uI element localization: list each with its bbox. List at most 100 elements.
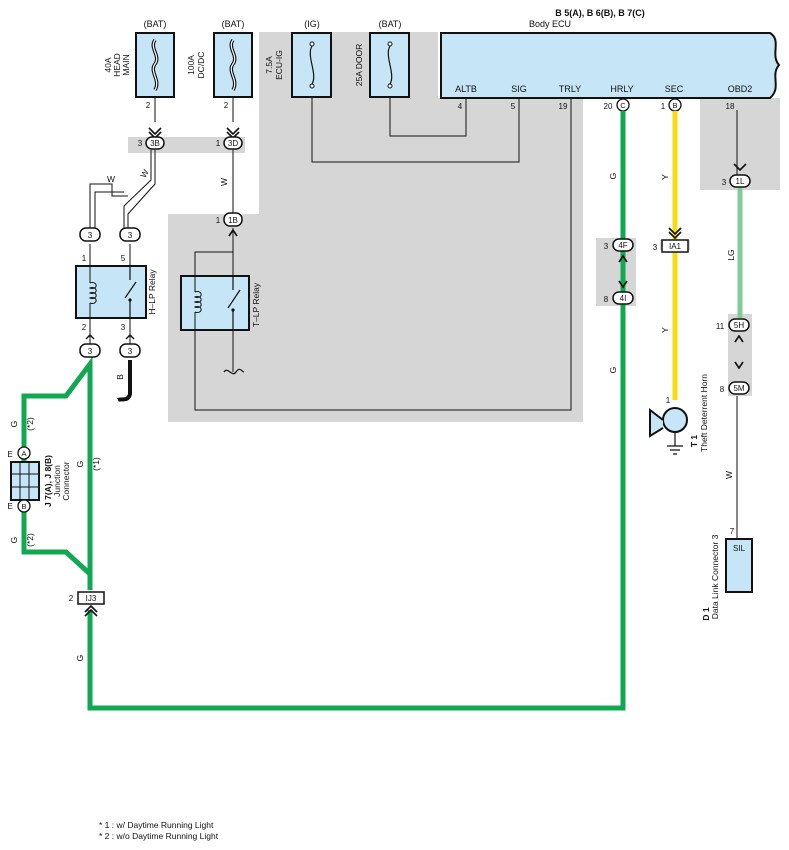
ecu-pin-num-20: 20 bbox=[604, 102, 613, 111]
ecu-connector-b: B bbox=[668, 98, 682, 112]
svg-text:3: 3 bbox=[604, 242, 609, 251]
svg-text:Theft Deterrent Horn: Theft Deterrent Horn bbox=[699, 374, 709, 452]
svg-text:T 1: T 1 bbox=[689, 435, 699, 448]
svg-text:Connector: Connector bbox=[61, 461, 71, 500]
svg-text:1B: 1B bbox=[228, 216, 238, 225]
svg-text:SIL: SIL bbox=[733, 544, 746, 553]
svg-text:3: 3 bbox=[88, 231, 93, 240]
ecu-pin-num-4: 4 bbox=[458, 102, 463, 111]
svg-text:(BAT): (BAT) bbox=[222, 19, 245, 29]
connector-5h: 11 5H bbox=[716, 318, 750, 343]
svg-text:W: W bbox=[724, 471, 734, 479]
svg-text:8: 8 bbox=[720, 385, 725, 394]
svg-text:C: C bbox=[620, 101, 626, 110]
connector-3b: 3 3B bbox=[138, 127, 165, 150]
theft-deterrent-horn: 1 T 1 Theft Deterrent Horn bbox=[649, 374, 709, 455]
fuse-100a-dcdc: (BAT) 100A DC/DC 2 bbox=[186, 19, 253, 110]
svg-text:G: G bbox=[608, 367, 618, 374]
svg-text:W: W bbox=[219, 178, 229, 186]
svg-text:Junction: Junction bbox=[52, 465, 62, 497]
svg-text:(*1): (*1) bbox=[91, 457, 101, 471]
hlp-relay-pin-2-bottom: 3 bbox=[79, 343, 101, 358]
hlp-relay-pin-1-top: 3 bbox=[79, 227, 101, 242]
svg-text:(BAT): (BAT) bbox=[379, 19, 402, 29]
svg-text:2: 2 bbox=[224, 101, 229, 110]
svg-text:5H: 5H bbox=[734, 321, 744, 330]
svg-text:HEAD: HEAD bbox=[112, 53, 122, 77]
svg-text:A: A bbox=[21, 449, 26, 458]
svg-text:2: 2 bbox=[82, 323, 87, 332]
svg-text:1: 1 bbox=[666, 396, 671, 405]
connector-ij3: 2 IJ3 bbox=[69, 591, 105, 617]
svg-text:W: W bbox=[107, 174, 115, 184]
body-ecu: B 5(A), B 6(B), B 7(C) Body ECU ALTB SIG… bbox=[440, 8, 781, 112]
svg-text:E: E bbox=[7, 502, 12, 511]
fuse-7-5a-ecu-ig: (IG) 7.5A ECU-IG bbox=[264, 19, 332, 98]
connector-5m: 8 5M bbox=[720, 361, 750, 395]
svg-text:7: 7 bbox=[730, 527, 735, 536]
svg-text:4I: 4I bbox=[620, 294, 627, 303]
svg-text:H–LP Relay: H–LP Relay bbox=[147, 269, 157, 315]
wire-green-loop bbox=[21, 356, 93, 590]
ecu-title: B 5(A), B 6(B), B 7(C) bbox=[555, 8, 645, 18]
connector-4i: 8 4I bbox=[604, 280, 634, 305]
svg-text:G: G bbox=[9, 537, 19, 544]
footnote-2: * 2 : w/o Daytime Running Light bbox=[99, 831, 219, 841]
tlp-relay: T–LP Relay bbox=[180, 275, 261, 375]
svg-text:G: G bbox=[75, 655, 85, 662]
hlp-relay-pin-3-bottom: 3 bbox=[119, 343, 141, 358]
svg-text:1: 1 bbox=[82, 254, 87, 263]
svg-text:IJ3: IJ3 bbox=[86, 594, 97, 603]
svg-text:5: 5 bbox=[121, 254, 126, 263]
svg-text:3: 3 bbox=[88, 347, 93, 356]
svg-text:11: 11 bbox=[716, 322, 725, 331]
data-link-connector: 7 SIL D 1 Data Link Connector 3 bbox=[701, 527, 753, 621]
ecu-connector-c: C bbox=[616, 98, 630, 112]
wire-green-main bbox=[87, 111, 626, 711]
svg-text:3: 3 bbox=[653, 243, 658, 252]
svg-text:IA1: IA1 bbox=[669, 242, 682, 251]
svg-text:3: 3 bbox=[121, 323, 126, 332]
svg-text:(*2): (*2) bbox=[25, 417, 35, 431]
hlp-relay: 3 3 1 5 H–LP Relay 2 3 3 3 bbox=[75, 227, 157, 358]
svg-text:ECU-IG: ECU-IG bbox=[274, 50, 284, 80]
svg-text:3: 3 bbox=[128, 347, 133, 356]
svg-text:1L: 1L bbox=[736, 177, 745, 186]
svg-text:Y: Y bbox=[660, 327, 670, 333]
svg-text:LG: LG bbox=[726, 249, 736, 260]
connector-ia1: 3 IA1 bbox=[653, 227, 689, 253]
svg-text:W: W bbox=[138, 168, 151, 180]
fuse-40a-head-main: (BAT) 40A HEAD MAIN 2 bbox=[103, 19, 175, 110]
svg-text:3: 3 bbox=[128, 231, 133, 240]
connector-3d: 1 3D bbox=[216, 127, 243, 150]
svg-text:(IG): (IG) bbox=[304, 19, 320, 29]
svg-text:G: G bbox=[9, 421, 19, 428]
ecu-pin-obd2: OBD2 bbox=[728, 84, 753, 94]
svg-text:G: G bbox=[608, 173, 618, 180]
svg-text:2: 2 bbox=[69, 594, 74, 603]
svg-text:Data Link Connector 3: Data Link Connector 3 bbox=[710, 534, 720, 619]
svg-text:B: B bbox=[672, 101, 677, 110]
svg-text:T–LP Relay: T–LP Relay bbox=[251, 282, 261, 327]
svg-text:25A DOOR: 25A DOOR bbox=[354, 44, 364, 87]
svg-text:2: 2 bbox=[146, 101, 151, 110]
svg-text:MAIN: MAIN bbox=[121, 54, 131, 75]
svg-text:Y: Y bbox=[660, 174, 670, 180]
svg-text:J 7(A), J 8(B): J 7(A), J 8(B) bbox=[43, 455, 53, 507]
svg-text:B: B bbox=[115, 374, 125, 380]
svg-text:3: 3 bbox=[138, 139, 143, 148]
svg-text:3B: 3B bbox=[150, 139, 160, 148]
thin-wires bbox=[89, 95, 738, 542]
junction-connector: E A E B J 7(A), J 8(B) Junction Connecto… bbox=[7, 446, 71, 513]
hlp-relay-pin-5-top: 3 bbox=[119, 227, 141, 242]
svg-text:(*2): (*2) bbox=[25, 533, 35, 547]
ecu-pin-num-1: 1 bbox=[661, 102, 666, 111]
ecu-subtitle: Body ECU bbox=[529, 19, 571, 29]
ecu-pin-num-18: 18 bbox=[726, 102, 735, 111]
svg-text:3: 3 bbox=[722, 178, 727, 187]
svg-text:40A: 40A bbox=[103, 57, 113, 72]
svg-text:1: 1 bbox=[216, 139, 221, 148]
wire-labels: W W W B G G Y Y LG W G (*2) G (*1) G (*2… bbox=[9, 168, 736, 662]
svg-text:100A: 100A bbox=[186, 55, 196, 75]
